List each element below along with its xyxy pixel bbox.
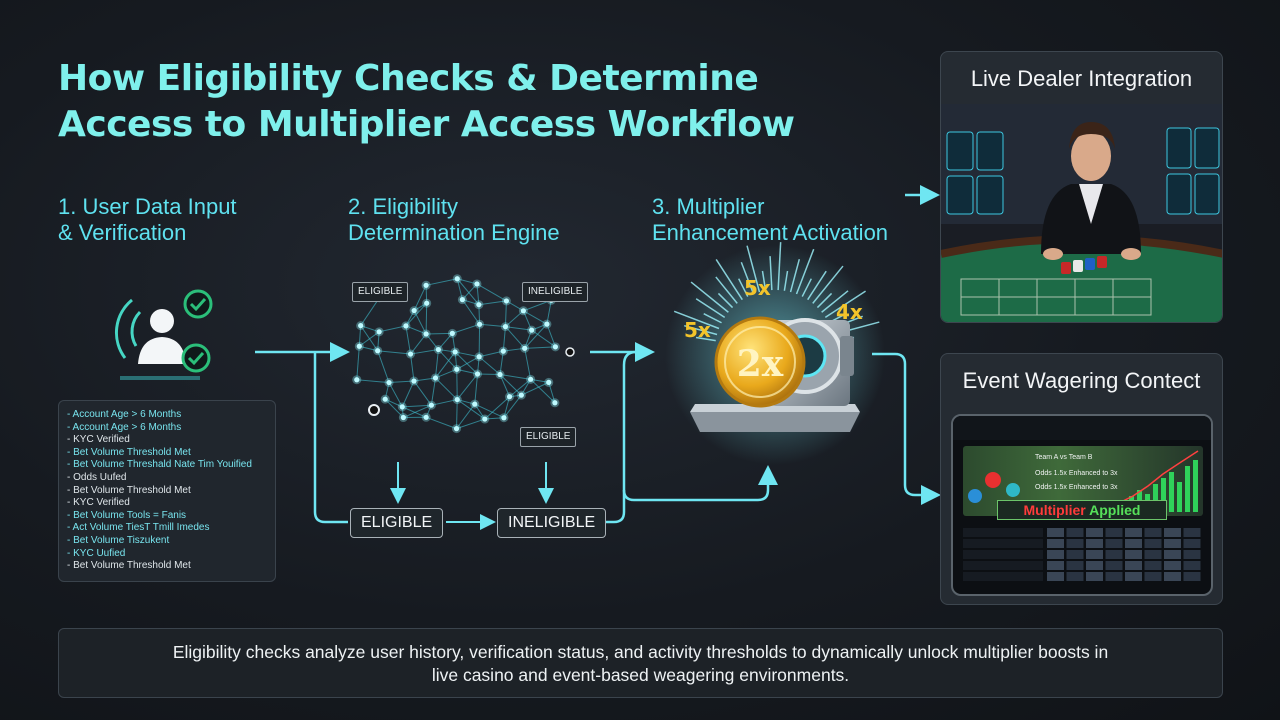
multiplier-label-left: 5x <box>684 318 711 342</box>
multiplier-label-top: 5x <box>744 276 771 300</box>
criteria-item: - KYC Uufied <box>67 547 126 559</box>
step-3-heading: 3. Multiplier Enhancement Activation <box>652 194 888 246</box>
live-dealer-panel: Live Dealer Integration <box>940 51 1223 323</box>
live-dealer-illustration <box>941 104 1222 322</box>
step-1-heading: 1. User Data Input & Verification <box>58 194 237 246</box>
step-3-heading-line1: 3. Multiplier <box>652 194 765 219</box>
odds-line-2: Odds 1.5x Enhanced to 3x <box>1035 484 1118 491</box>
banner-word-applied: Applied <box>1089 502 1141 518</box>
page-title-line1: How Eligibility Checks & Determine <box>58 58 759 99</box>
user-verification-icon <box>114 289 213 380</box>
odds-table <box>963 528 1201 581</box>
criteria-item: - Bet Volume Threshold Met <box>67 484 191 496</box>
multiplier-applied-banner: Multiplier Applied <box>997 500 1167 520</box>
coin-multiplier-label: 2x <box>737 343 784 385</box>
criteria-item: - Account Age > 6 Months <box>67 421 182 433</box>
tag-eligible-top: ELIGIBLE <box>352 282 409 302</box>
tag-ineligible-top: INELIGIBLE <box>522 282 589 302</box>
criteria-item: - Bet Volume Threshold Met <box>67 560 191 572</box>
wagering-tablet: Team A vs Team B Odds 1.5x Enhanced to 3… <box>951 414 1213 596</box>
verification-criteria-list: - Account Age > 6 Months- Account Age > … <box>58 400 276 582</box>
criteria-item: - Act Volume TiesT Tmill Imedes <box>67 522 210 534</box>
caption-line1: Eligibility checks analyze user history,… <box>172 642 1109 662</box>
step-1-heading-line1: 1. User Data Input <box>58 194 237 219</box>
event-wagering-panel: Event Wagering Contect Team A vs Team B … <box>940 353 1223 605</box>
page-title: How Eligibility Checks & Determine Acces… <box>58 56 898 148</box>
tablet-toolbar <box>953 416 1211 440</box>
banner-word-multiplier: Multiplier <box>1023 502 1086 518</box>
criteria-item: - Bet Volume Tools = Fanis <box>67 509 187 521</box>
arrow-to-eligible-box <box>313 352 348 524</box>
step-1-heading-line2: & Verification <box>58 220 187 245</box>
step-2-heading-line1: 2. Eligibility <box>348 194 459 219</box>
odds-line-1: Odds 1.5x Enhanced to 3x <box>1035 470 1118 477</box>
tag-eligible-mid: ELIGIBLE <box>520 427 577 447</box>
criteria-item: - Account Age > 6 Months <box>67 409 182 420</box>
criteria-item: - Odds Uufed <box>67 471 127 483</box>
event-wagering-title: Event Wagering Contect <box>962 368 1201 393</box>
multiplier-label-right: 4x <box>836 300 863 324</box>
step-2-heading: 2. Eligibility Determination Engine <box>348 194 560 246</box>
eligible-outcome-box: ELIGIBLE <box>350 508 444 538</box>
step-2-heading-line2: Determination Engine <box>348 220 560 245</box>
criteria-item: - KYC Verified <box>67 434 130 446</box>
caption-line2: live casino and event-based weagering en… <box>431 665 850 685</box>
eligibility-network-graph <box>352 274 575 434</box>
criteria-item: - Bet Volume Threshald Nate Tim Youified <box>67 459 252 471</box>
arrow-to-event-wagering <box>872 352 941 505</box>
criteria-item: - Bet Volume Threshold Met <box>67 446 191 458</box>
summary-caption: Eligibility checks analyze user history,… <box>58 628 1223 698</box>
page-title-line2: Access to Multiplier Access Workflow <box>58 104 795 145</box>
step-3-heading-line2: Enhancement Activation <box>652 220 889 245</box>
criteria-item: - KYC Verified <box>67 497 130 509</box>
criteria-item: - Bet Volume Tiszukent <box>67 534 170 546</box>
match-title: Team A vs Team B <box>1035 454 1093 461</box>
ineligible-outcome-box: INELIGIBLE <box>497 508 607 538</box>
multiplier-coin-illustration: 2x <box>665 242 885 465</box>
live-dealer-title: Live Dealer Integration <box>970 66 1193 91</box>
